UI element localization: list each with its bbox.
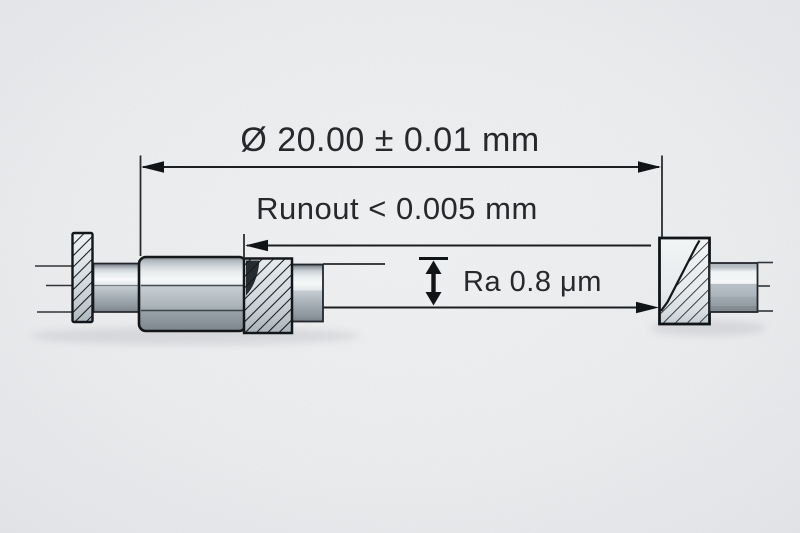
roughness-arrowhead-icon xyxy=(636,301,659,314)
vertical-arrow-shaft xyxy=(431,270,436,296)
roughness-range-arrow-icon xyxy=(419,257,448,306)
runout-label: Runout < 0.005 mm xyxy=(256,191,538,226)
shaft-neck-left xyxy=(92,262,141,313)
right-support-assembly xyxy=(658,236,773,326)
bearing-collar xyxy=(242,257,294,335)
left-flange-washer xyxy=(71,231,94,324)
diameter-dimension: Ø 20.00 ± 0.01 mm xyxy=(139,121,663,256)
main-cylinder xyxy=(137,255,248,333)
shaft-stub-right xyxy=(708,262,759,313)
bearing-hatching xyxy=(244,258,292,333)
cylinder-body xyxy=(137,255,248,333)
arrowhead-right-icon xyxy=(638,161,661,173)
shaft-silhouette-lines-right xyxy=(757,261,773,312)
right-support-block xyxy=(658,236,711,326)
washer-outline xyxy=(71,231,94,324)
roughness-label: Ra 0.8 μm xyxy=(463,266,602,298)
left-shaft-assembly xyxy=(35,231,385,335)
vertical-arrow-up-head xyxy=(425,260,442,274)
support-block-hatching xyxy=(661,239,708,323)
runout-arrowhead-icon xyxy=(245,239,268,252)
support-block-wedge-edge xyxy=(660,239,701,312)
washer-hatching xyxy=(72,233,93,322)
roughness-dimension: Ra 0.8 μm xyxy=(323,257,659,314)
arrowhead-left-icon xyxy=(141,161,164,173)
shaft-stub-left-assembly xyxy=(291,263,324,323)
runout-dimension: Runout < 0.005 mm xyxy=(243,191,651,259)
vertical-arrow-down-head xyxy=(425,292,442,306)
diameter-label: Ø 20.00 ± 0.01 mm xyxy=(240,121,539,159)
bearing-outline xyxy=(242,257,294,335)
shaft-silhouette-lines-left xyxy=(35,265,72,313)
